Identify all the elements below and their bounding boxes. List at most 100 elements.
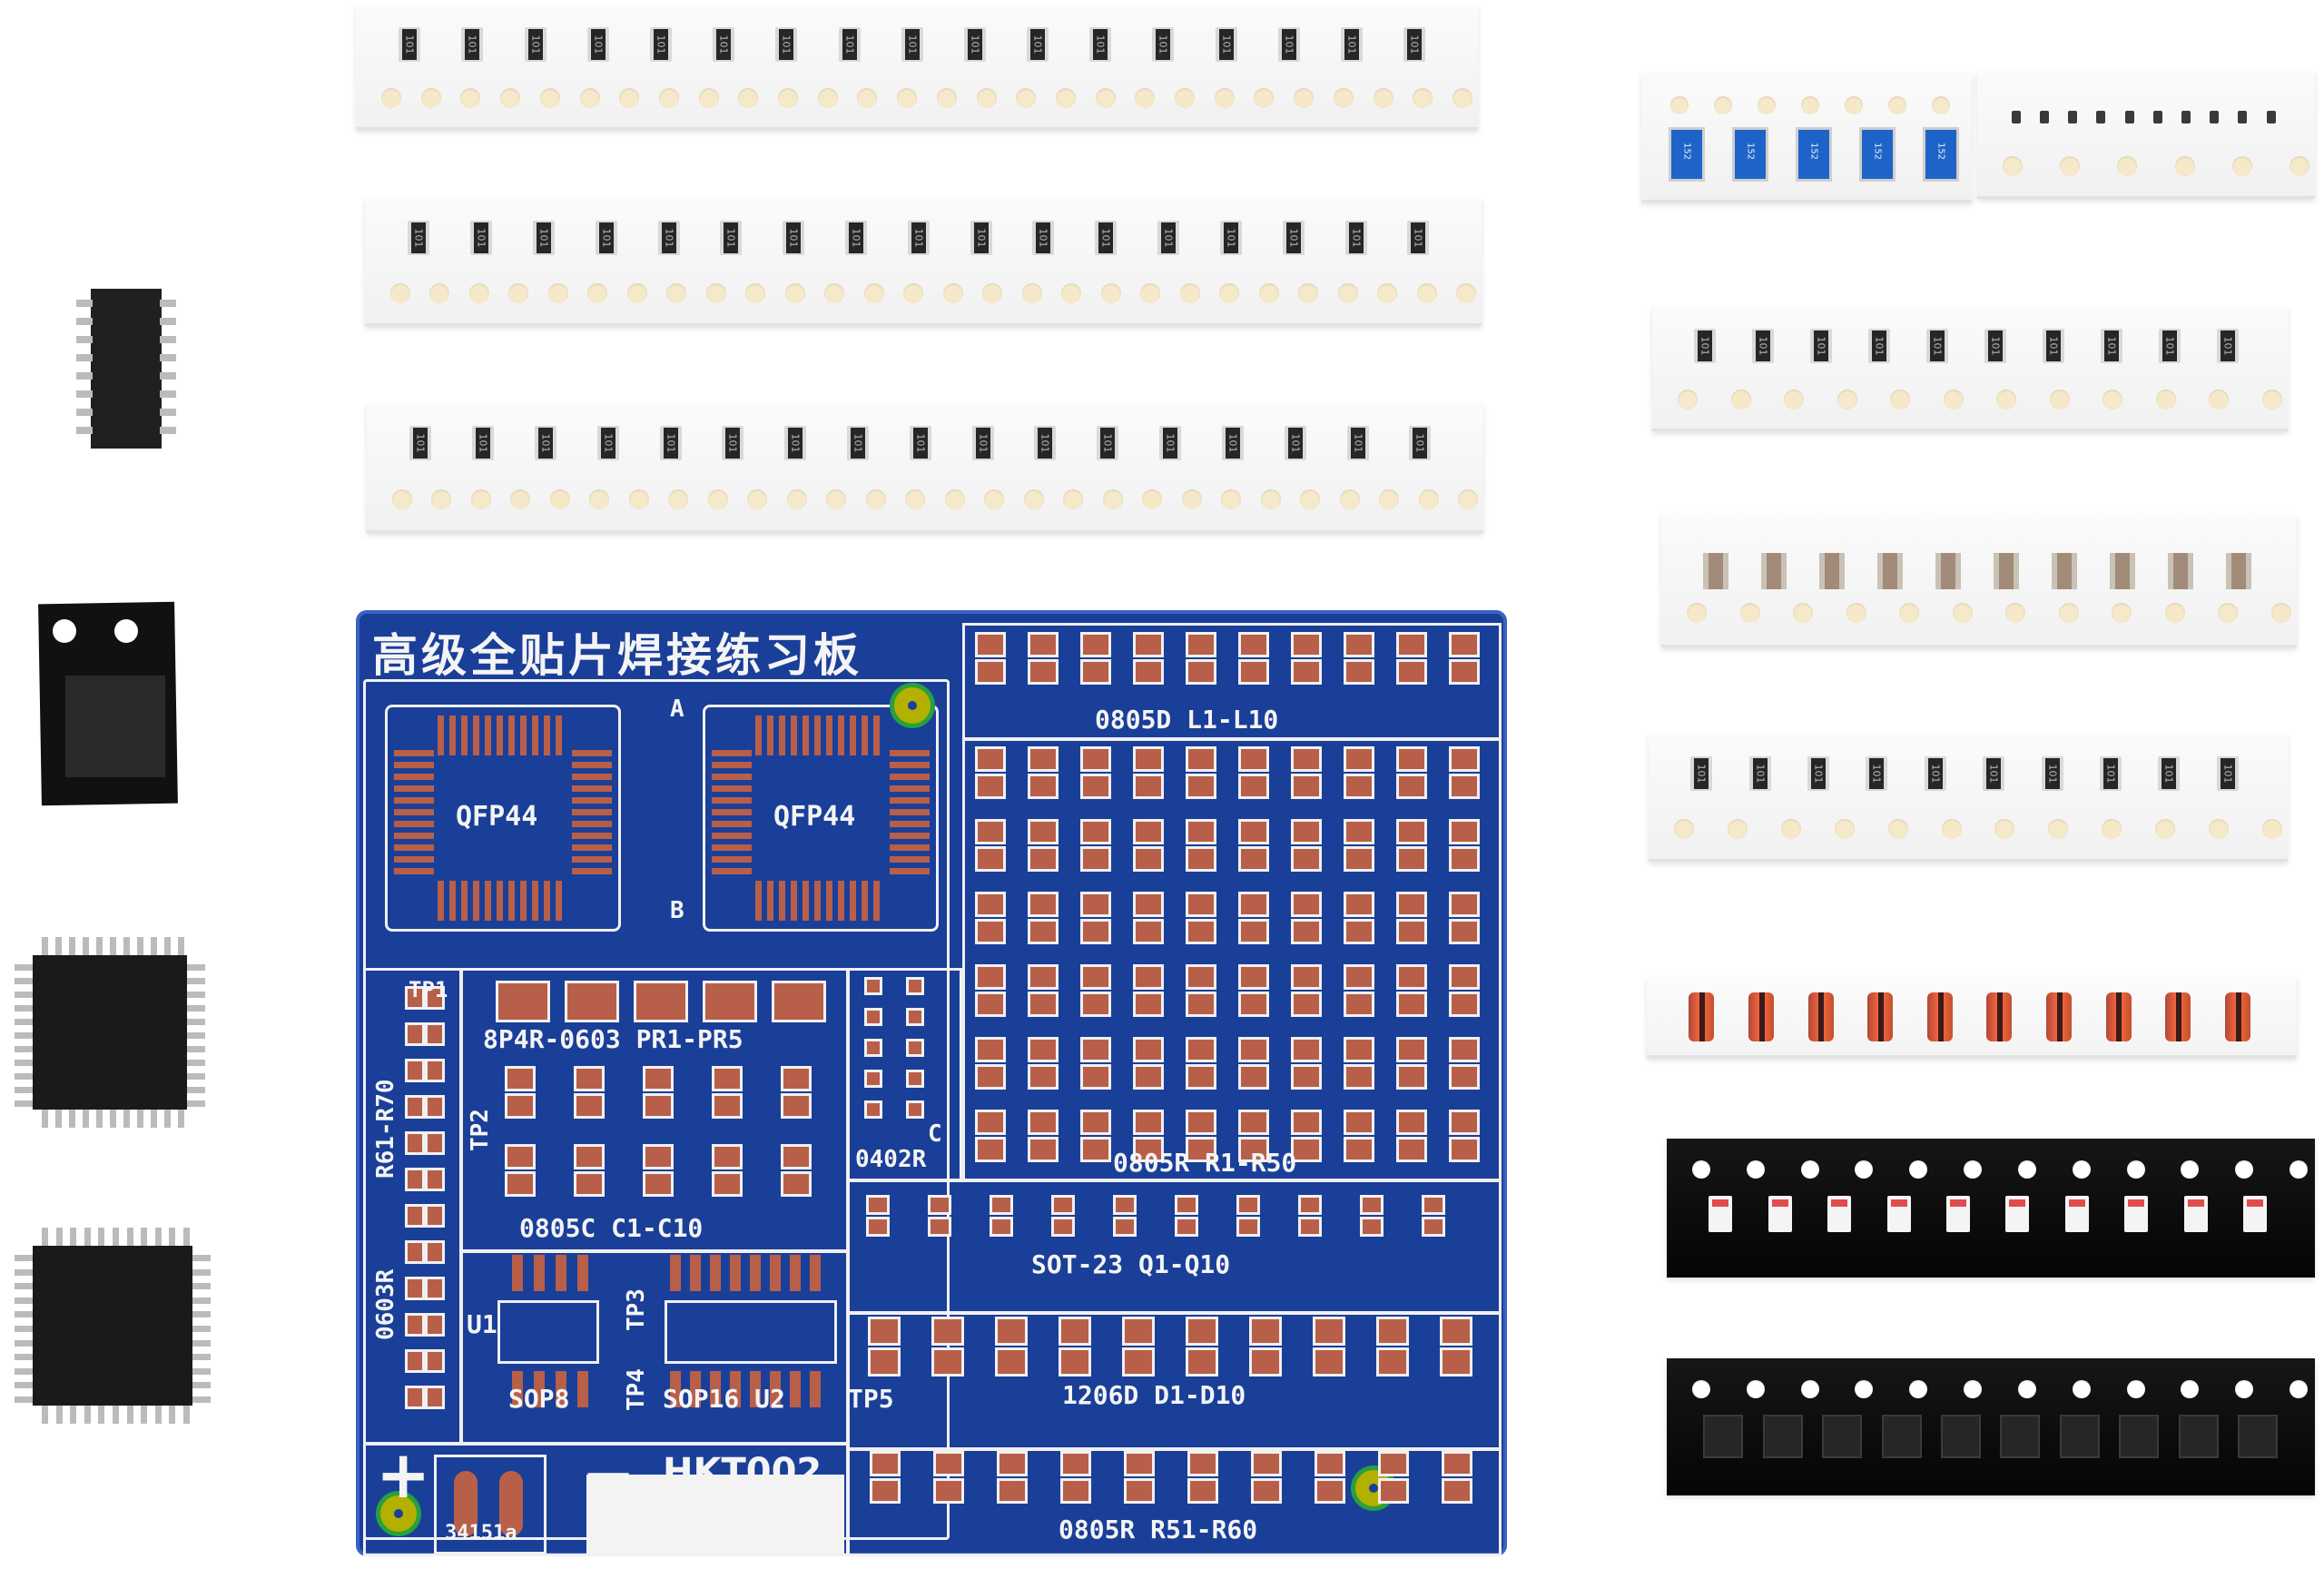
sop16-pad: [750, 1255, 761, 1291]
ic-pin: [15, 1396, 33, 1403]
ic-pin: [69, 937, 75, 955]
qfp-pad: [890, 844, 930, 851]
capacitor-pad: [643, 1171, 674, 1197]
diode-pad: [1440, 1347, 1472, 1377]
sop16-pad: [790, 1371, 801, 1407]
smd-resistor: 101: [901, 27, 923, 63]
sprocket-hole: [984, 489, 1005, 510]
qfp-pad: [712, 762, 752, 768]
sprocket-hole: [1964, 1379, 1983, 1398]
resistor-pad: [1378, 1451, 1409, 1476]
ic-pin: [141, 1406, 148, 1424]
qfp-pad: [394, 833, 434, 839]
sprocket-hole: [2017, 1160, 2036, 1179]
inductor-pad: [1028, 659, 1059, 685]
smd-0402: [2266, 111, 2276, 124]
ic-pin: [15, 1073, 33, 1080]
resistor-pad: [1238, 892, 1269, 917]
smd-led: [1886, 1196, 1911, 1232]
ic-pin: [42, 1228, 48, 1246]
resistor-body: [663, 428, 678, 459]
smd-0402: [2040, 111, 2049, 124]
smd-resistor: 101: [470, 220, 493, 255]
smd-resistor: 101: [1983, 755, 2005, 791]
resistor-pad: [1238, 819, 1269, 844]
power-pad-2: [499, 1471, 523, 1536]
resistor-body: [1810, 757, 1826, 789]
resistor-pad: [1344, 746, 1374, 772]
sprocket-hole: [1846, 602, 1866, 623]
capacitor-pad: [712, 1066, 743, 1091]
sprocket-hole: [1135, 88, 1156, 109]
qfp-pad: [712, 750, 752, 756]
sprocket-hole: [1890, 390, 1911, 410]
sprocket-hole: [429, 282, 450, 303]
r0603-pad: [405, 1059, 425, 1082]
smd-led: [2124, 1196, 2149, 1232]
r0402-pad: [906, 1070, 924, 1088]
smd-resistor: 101: [846, 426, 869, 461]
smd-resistor: 101: [2099, 755, 2122, 791]
sprocket-hole: [390, 282, 410, 303]
resistor-body: [590, 29, 606, 61]
qfp-pad: [394, 844, 434, 851]
sprocket-hole: [824, 282, 845, 303]
ic-pin: [69, 1110, 75, 1128]
smd-resistor: 101: [595, 220, 617, 255]
smd-0402: [2181, 111, 2191, 124]
sop16-pad: [770, 1371, 781, 1407]
resistor-pad: [1449, 1137, 1480, 1162]
tp1-label: TP1: [409, 977, 448, 1002]
sprocket-hole: [470, 489, 491, 510]
qfp-pad: [572, 868, 612, 874]
resistor-pad: [1291, 992, 1322, 1017]
inductor-pad: [1186, 659, 1216, 685]
sprocket-hole: [2235, 1379, 2254, 1398]
resistor-pad: [1396, 919, 1427, 944]
resistor-marking: 101: [1870, 764, 1883, 784]
capacitor-pad: [712, 1144, 743, 1169]
resistor-pad: [1133, 746, 1164, 772]
resistor-pad: [1449, 1110, 1480, 1135]
smd-diode: [1689, 992, 1715, 1042]
sprocket-hole: [903, 282, 924, 303]
smd-resistor: 101: [1027, 27, 1049, 63]
smd-capacitor: [1703, 553, 1728, 590]
sprocket-hole: [2126, 1379, 2145, 1398]
u1-label: U1: [467, 1309, 497, 1339]
sprocket-hole: [1095, 88, 1116, 109]
sprocket-hole: [1418, 489, 1439, 510]
sop16-pad: [810, 1255, 821, 1291]
sprocket-hole: [392, 489, 412, 510]
qfp-pad: [473, 881, 479, 921]
qfp-pad: [850, 715, 856, 755]
resistor-pad: [975, 746, 1006, 772]
ic-pin: [83, 1110, 89, 1128]
resistor-pad: [1187, 1478, 1218, 1504]
qfp-pad: [767, 881, 773, 921]
resistor-marking: 101: [1757, 336, 1769, 356]
smd-resistor: 101: [2043, 329, 2064, 364]
smd-resistor: 101: [783, 220, 805, 255]
resistor-pad: [975, 919, 1006, 944]
ic-pin: [187, 1032, 205, 1039]
smd-resistor: 101: [409, 426, 432, 461]
resistor-pad: [1028, 992, 1059, 1017]
mark-c-label: C: [928, 1120, 942, 1148]
inductor-pad: [1449, 659, 1480, 685]
sprocket-hole: [1298, 282, 1319, 303]
resistor-body: [537, 428, 553, 459]
resistor-pad: [1396, 1037, 1427, 1062]
sop8-pad: [512, 1371, 523, 1407]
ic-pin: [15, 1005, 33, 1011]
smd-diode: [2105, 992, 2132, 1042]
diode-pad: [1376, 1347, 1409, 1377]
0805-capacitor-tape: [1661, 514, 2297, 647]
qfp-pad: [779, 881, 785, 921]
ic-pin: [160, 354, 176, 361]
resistor-pad: [975, 1037, 1006, 1062]
ic-pin: [15, 1339, 33, 1347]
r0402-pad: [864, 977, 882, 995]
